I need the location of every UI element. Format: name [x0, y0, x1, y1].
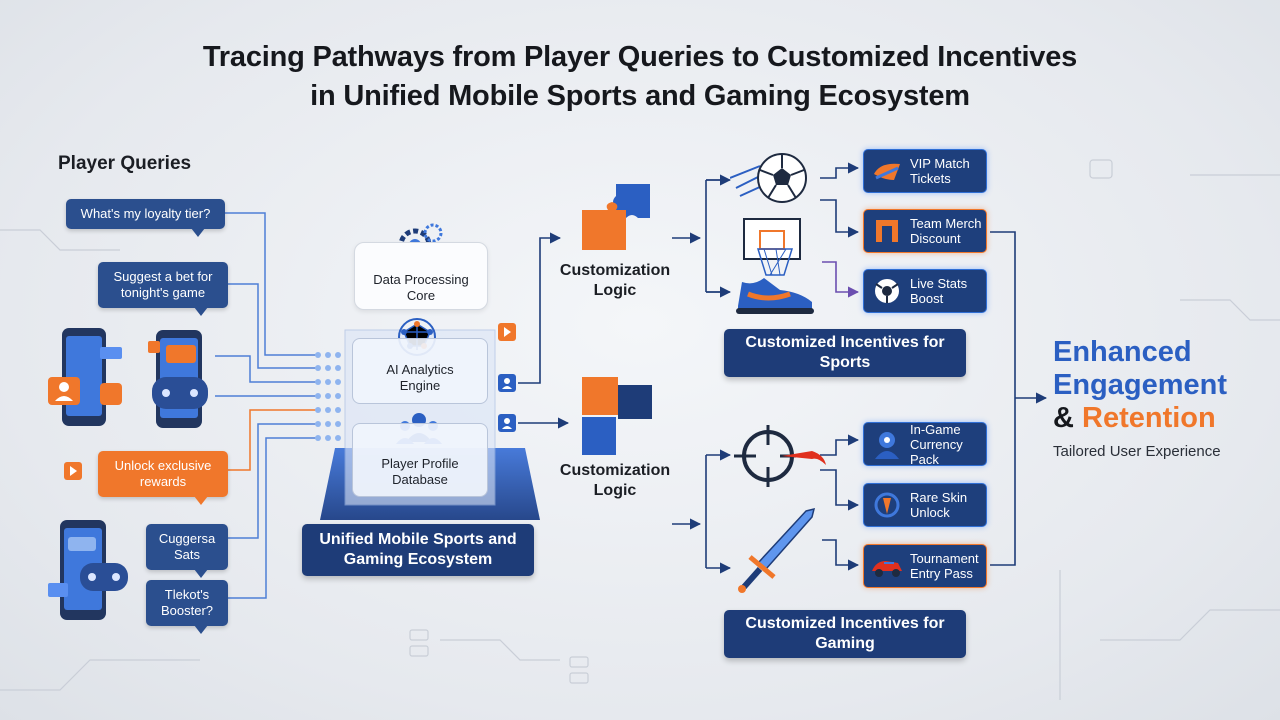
sports-incentives-label: Customized Incentives for Sports	[745, 334, 945, 371]
phone-icon	[48, 328, 208, 428]
sneaker-icon	[736, 278, 814, 314]
outcome-merge	[990, 231, 1016, 566]
page-title-line2: in Unified Mobile Sports and Gaming Ecos…	[310, 80, 970, 112]
player-db-label: Player Profile Database	[381, 456, 459, 487]
logic-bottom-label: Customization Logic	[559, 462, 671, 499]
gamepad-icon	[48, 520, 128, 620]
outcome-line3: Retention	[1082, 402, 1216, 434]
logic-top-label: Customization Logic	[559, 262, 671, 299]
connector-dots	[315, 352, 341, 441]
player-queries-label: Player Queries	[58, 153, 192, 174]
character-icon	[875, 432, 899, 459]
incentive-currency-pack[interactable]: In-Game Currency Pack	[863, 422, 987, 467]
gaming-incentives-label: Customized Incentives for Gaming	[745, 615, 945, 652]
puzzle-icon	[582, 377, 652, 455]
incentive-vip-tickets[interactable]: VIP Match Tickets	[863, 149, 987, 193]
query-bubble-loyalty[interactable]: What's my loyalty tier?	[66, 199, 225, 237]
ai-engine-label: AI Analytics Engine	[386, 362, 454, 393]
outcome-block: Enhanced Engagement & Retention Tailored…	[1053, 336, 1273, 460]
player-db-card[interactable]: Player Profile Database	[352, 423, 488, 497]
data-processing-card[interactable]: Data Processing Core	[354, 242, 488, 310]
incentive-team-merch[interactable]: Team Merch Discount	[863, 209, 987, 253]
crosshair-icon	[734, 425, 826, 487]
sports-branch	[705, 179, 728, 293]
query-bubble-rewards[interactable]: Unlock exclusive rewards	[98, 451, 228, 505]
circuit-decoration	[0, 159, 1280, 700]
outcome-line2: Engagement	[1053, 369, 1228, 401]
page-title-line1: Tracing Pathways from Player Queries to …	[202, 41, 1078, 73]
sports-incentives-label-box[interactable]: Customized Incentives for Sports	[724, 329, 966, 377]
query-connectors	[215, 212, 320, 599]
data-processing-label: Data Processing Core	[373, 272, 469, 303]
puzzle-icon	[582, 184, 650, 250]
core-to-logic-top-arrow	[518, 232, 562, 384]
query-bubble-bet[interactable]: Suggest a bet for tonight's game	[98, 262, 228, 316]
platform-label-box[interactable]: Unified Mobile Sports and Gaming Ecosyst…	[302, 524, 534, 576]
ai-engine-card[interactable]: AI Analytics Engine	[352, 338, 488, 404]
user-icon	[498, 374, 516, 392]
stats-ball-icon	[875, 279, 899, 303]
query-bubble-booster[interactable]: Tlekot's Booster?	[146, 580, 228, 634]
play-icon	[498, 323, 516, 341]
play-icon	[64, 462, 82, 480]
outcome-amp: &	[1053, 402, 1074, 434]
incentive-tournament-pass[interactable]: Tournament Entry Pass	[863, 544, 987, 588]
query-bubble-sats[interactable]: Cuggersa Sats	[146, 524, 228, 578]
basketball-hoop-icon	[743, 218, 801, 276]
user-icon	[498, 414, 516, 432]
skin-icon	[874, 492, 900, 518]
sword-icon	[738, 507, 816, 593]
merch-icon	[876, 220, 898, 242]
outcome-line1: Enhanced	[1053, 336, 1192, 368]
outcome-subtitle: Tailored User Experience	[1053, 443, 1221, 460]
platform-label: Unified Mobile Sports and Gaming Ecosyst…	[319, 531, 517, 568]
ticket-icon	[874, 163, 900, 180]
race-car-icon	[872, 561, 902, 577]
incentive-rare-skin[interactable]: Rare Skin Unlock	[863, 483, 987, 527]
soccer-ball-icon	[730, 153, 807, 203]
incentive-live-stats[interactable]: Live Stats Boost	[863, 269, 987, 313]
gaming-incentives-label-box[interactable]: Customized Incentives for Gaming	[724, 610, 966, 658]
